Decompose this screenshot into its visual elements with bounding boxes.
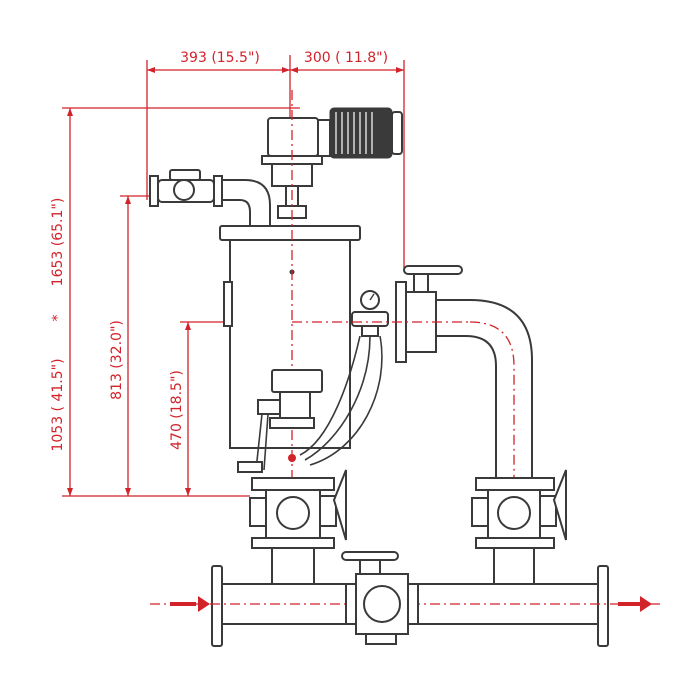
outlet-arrow [618,596,652,612]
outlet-elbow [292,265,533,608]
control-unit [237,369,323,473]
left-isolation-valve [249,469,347,549]
backwash-valve-assembly [149,169,271,227]
right-isolation-valve [471,469,567,549]
dimension-top-right: 300 ( 11.8") [304,50,388,66]
dimension-overall-height-alt: 1653 (65.1") [50,198,66,287]
dimension-overall-height: 1053 ( 41.5") [50,358,66,451]
dimension-lines [62,55,405,497]
inlet-arrow [170,596,210,612]
dimension-inlet-height: 813 (32.0") [109,320,125,400]
dimension-top-left: 393 (15.5") [180,50,260,66]
dimension-outlet-height: 470 (18.5") [169,370,185,450]
bypass-valve [341,551,419,645]
drive-motor [261,107,403,219]
dimension-separator: * [50,315,66,322]
